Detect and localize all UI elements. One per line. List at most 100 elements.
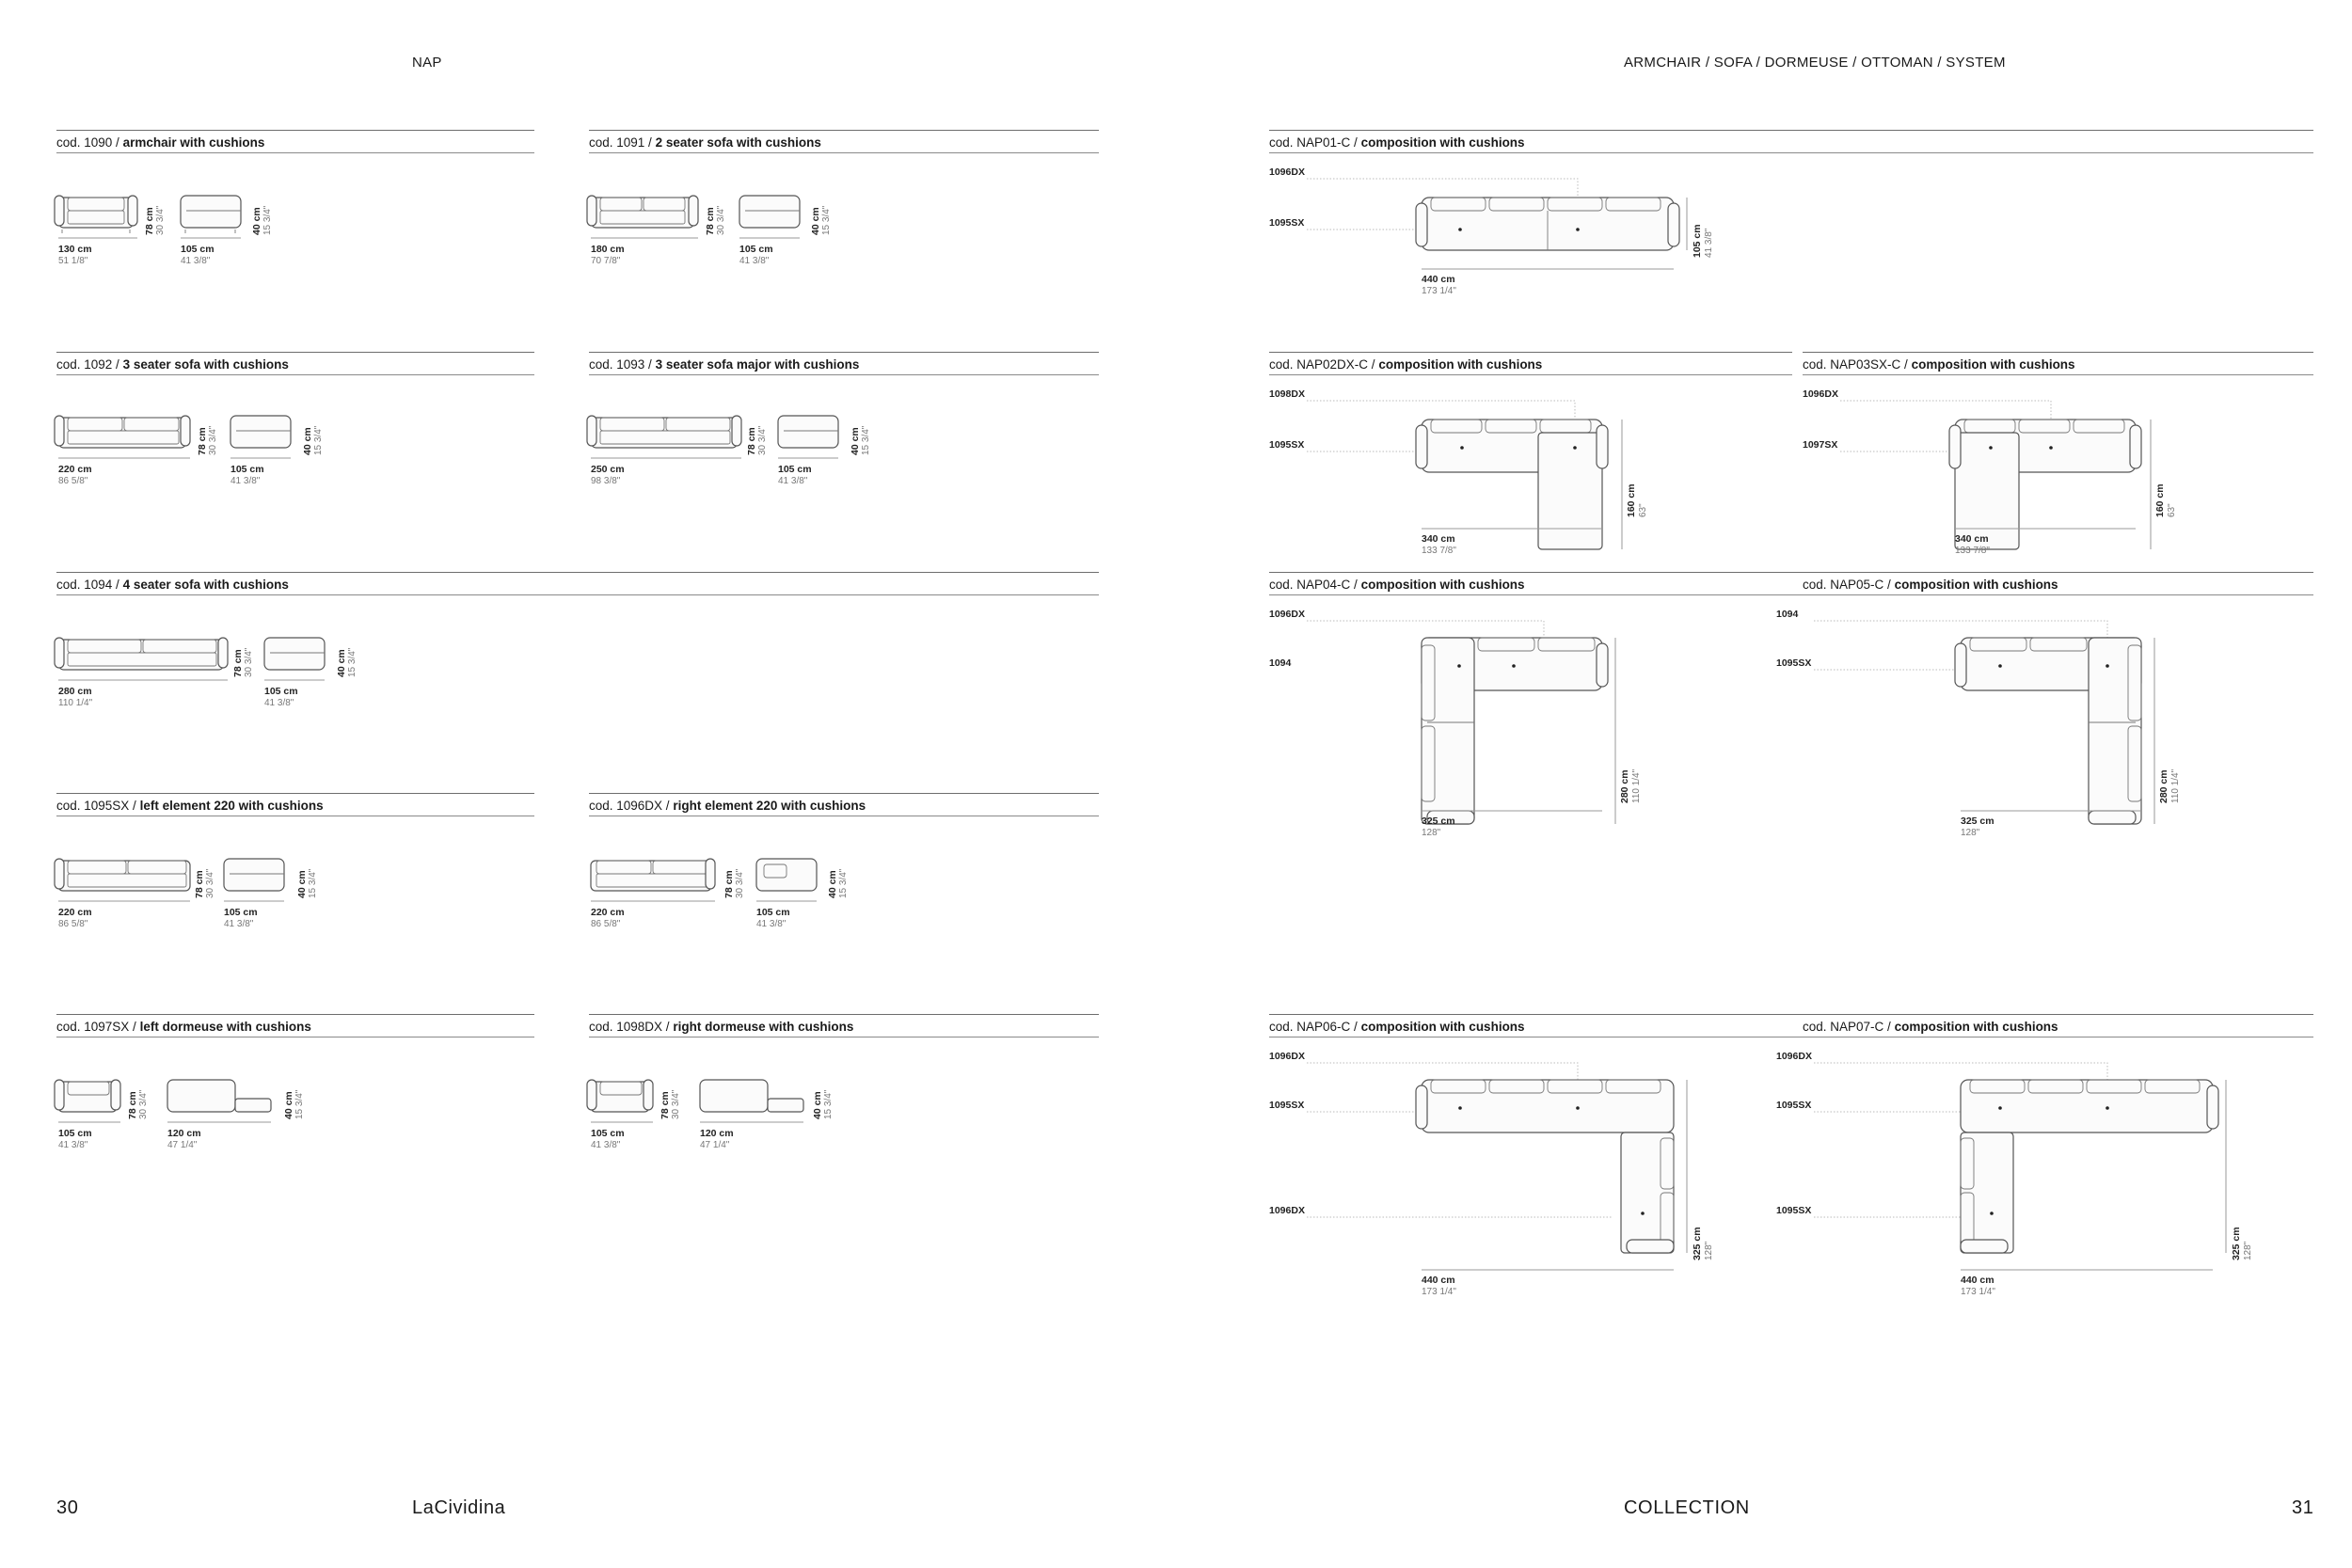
composition-section-NAP01-C: cod. NAP01-C / composition with cushions… xyxy=(1269,130,2313,318)
side-view-drawing xyxy=(180,195,242,239)
depth-value: 160 cm xyxy=(2154,483,2166,517)
width-value: 220 cm xyxy=(58,464,92,475)
section-title: cod. NAP04-C / composition with cushions xyxy=(1269,578,1525,592)
composition-drawing: 1096DX 1094 325 cm 128" 280 cm 110 1/4" xyxy=(1269,609,1642,838)
side-view-drawing xyxy=(755,858,818,902)
depth-value: 120 cm xyxy=(700,1128,734,1139)
height-inches: 30 3/4" xyxy=(208,425,218,455)
seat-height-inches: 15 3/4" xyxy=(823,1089,834,1119)
composition-section-NAP05-C: cod. NAP05-C / composition with cushions… xyxy=(1776,572,2313,854)
seat-height-value: 40 cm xyxy=(827,870,838,898)
dormeuse-drawing: 105 cm 41 3/8" 78 cm 30 3/4" 120 cm 47 1… xyxy=(586,1079,834,1150)
element-label: 1095SX xyxy=(1776,1100,1811,1111)
width-inches: 133 7/8" xyxy=(1955,546,1990,556)
seat-height-inches: 15 3/4" xyxy=(294,1089,305,1119)
seat-height-value: 40 cm xyxy=(296,870,308,898)
section-title: cod. NAP07-C / composition with cushions xyxy=(1803,1020,2058,1034)
height-inches: 30 3/4" xyxy=(735,868,745,898)
front-view-drawing xyxy=(54,195,138,239)
depth-value: 325 cm xyxy=(2231,1227,2242,1260)
height-value: 78 cm xyxy=(144,207,155,235)
armchair-drawing: 130 cm 51 1/8" 78 cm 30 3/4" 105 cm 41 3… xyxy=(54,195,273,266)
element-label: 1097SX xyxy=(1803,439,1837,451)
depth-inches: 63" xyxy=(2167,503,2177,517)
seat-height-value: 40 cm xyxy=(283,1091,294,1119)
width-inches: 86 5/8" xyxy=(591,919,621,929)
side-view-drawing xyxy=(230,415,292,459)
depth-inches: 41 3/8" xyxy=(778,476,808,486)
section-title: cod. NAP06-C / composition with cushions xyxy=(1269,1020,1525,1034)
product-section-1098DX: cod. 1098DX / right dormeuse with cushio… xyxy=(586,1014,1099,1183)
depth-inches: 47 1/4" xyxy=(700,1140,730,1150)
composition-drawing: 1096DX 1095SX 1096DX 440 cm 173 1/4" 325… xyxy=(1269,1051,1714,1297)
depth-inches: 41 3/8" xyxy=(224,919,254,929)
depth-value: 105 cm xyxy=(778,464,812,475)
section-title: cod. 1098DX / right dormeuse with cushio… xyxy=(589,1020,854,1034)
product-section-1097SX: cod. 1097SX / left dormeuse with cushion… xyxy=(54,1014,534,1183)
depth-inches: 128" xyxy=(1704,1241,1714,1260)
element-label: 1095SX xyxy=(1269,217,1304,229)
section-title: cod. 1093 / 3 seater sofa major with cus… xyxy=(589,357,860,372)
width-inches: 41 3/8" xyxy=(58,1140,88,1150)
product-section-1092: cod. 1092 / 3 seater sofa with cushions … xyxy=(54,352,534,521)
height-inches: 30 3/4" xyxy=(716,205,726,235)
width-inches: 173 1/4" xyxy=(1961,1287,1995,1297)
height-value: 78 cm xyxy=(723,870,735,898)
front-view-drawing xyxy=(586,195,699,239)
seat-height-inches: 15 3/4" xyxy=(313,425,324,455)
section-title: cod. NAP05-C / composition with cushions xyxy=(1803,578,2058,592)
sofa-element-drawing: 220 cm 86 5/8" 78 cm 30 3/4" 105 cm 41 3… xyxy=(590,858,849,929)
seat-height-value: 40 cm xyxy=(251,207,262,235)
depth-value: 105 cm xyxy=(224,907,258,918)
height-inches: 30 3/4" xyxy=(155,205,166,235)
height-value: 78 cm xyxy=(660,1091,671,1119)
front-view-drawing xyxy=(54,1079,121,1123)
composition-drawing: 1096DX 1095SX 440 cm 173 1/4" 105 cm 41 … xyxy=(1269,166,1714,296)
front-view-drawing xyxy=(54,637,229,681)
depth-inches: 41 3/8" xyxy=(181,256,211,266)
composition-drawing: 1096DX 1095SX 1095SX 440 cm 173 1/4" 325… xyxy=(1776,1051,2253,1297)
composition-section-NAP02DX-C: cod. NAP02DX-C / composition with cushio… xyxy=(1269,352,1792,568)
section-title: cod. NAP01-C / composition with cushions xyxy=(1269,135,1525,150)
seat-height-value: 40 cm xyxy=(336,649,347,677)
seat-height-inches: 15 3/4" xyxy=(821,205,832,235)
section-title: cod. NAP02DX-C / composition with cushio… xyxy=(1269,357,1543,372)
composition-section-NAP04-C: cod. NAP04-C / composition with cushions… xyxy=(1269,572,1792,854)
page-number-right: 31 xyxy=(2292,1497,2314,1518)
width-value: 130 cm xyxy=(58,244,92,255)
element-label: 1096DX xyxy=(1269,1205,1305,1216)
height-value: 78 cm xyxy=(746,427,757,455)
composition-section-NAP07-C: cod. NAP07-C / composition with cushions… xyxy=(1776,1014,2313,1315)
depth-inches: 41 3/8" xyxy=(264,698,294,708)
sofa-drawing: 220 cm 86 5/8" 78 cm 30 3/4" 105 cm 41 3… xyxy=(54,415,324,486)
width-inches: 110 1/4" xyxy=(58,698,93,708)
height-inches: 30 3/4" xyxy=(671,1089,681,1119)
section-title: cod. 1090 / armchair with cushions xyxy=(56,135,265,150)
element-label: 1096DX xyxy=(1803,388,1838,400)
depth-inches: 41 3/8" xyxy=(230,476,261,486)
width-inches: 86 5/8" xyxy=(58,476,88,486)
section-title: cod. 1097SX / left dormeuse with cushion… xyxy=(56,1020,311,1034)
front-view-drawing xyxy=(54,415,191,459)
height-value: 78 cm xyxy=(194,870,205,898)
element-label: 1096DX xyxy=(1269,166,1305,178)
composition-section-NAP06-C: cod. NAP06-C / composition with cushions… xyxy=(1269,1014,1792,1315)
side-view-drawing xyxy=(777,415,839,459)
width-value: 220 cm xyxy=(58,907,92,918)
section-title: cod. 1094 / 4 seater sofa with cushions xyxy=(56,578,289,592)
width-value: 340 cm xyxy=(1422,533,1455,545)
width-inches: 133 7/8" xyxy=(1422,546,1456,556)
height-inches: 30 3/4" xyxy=(244,647,254,677)
width-inches: 51 1/8" xyxy=(58,256,88,266)
width-value: 440 cm xyxy=(1961,1275,1994,1286)
running-header-left: NAP xyxy=(412,55,442,71)
depth-value: 105 cm xyxy=(1692,224,1703,258)
composition-section-NAP03SX-C: cod. NAP03SX-C / composition with cushio… xyxy=(1803,352,2313,568)
width-value: 180 cm xyxy=(591,244,625,255)
element-label: 1096DX xyxy=(1776,1051,1812,1062)
section-title: cod. 1095SX / left element 220 with cush… xyxy=(56,799,324,813)
composition-drawing: 1094 1095SX 325 cm 128" 280 cm 110 1/4" xyxy=(1776,609,2181,838)
product-section-1096DX: cod. 1096DX / right element 220 with cus… xyxy=(589,793,1099,962)
depth-inches: 128" xyxy=(2243,1241,2253,1260)
sofa-drawing: 250 cm 98 3/8" 78 cm 30 3/4" 105 cm 41 3… xyxy=(586,415,871,486)
